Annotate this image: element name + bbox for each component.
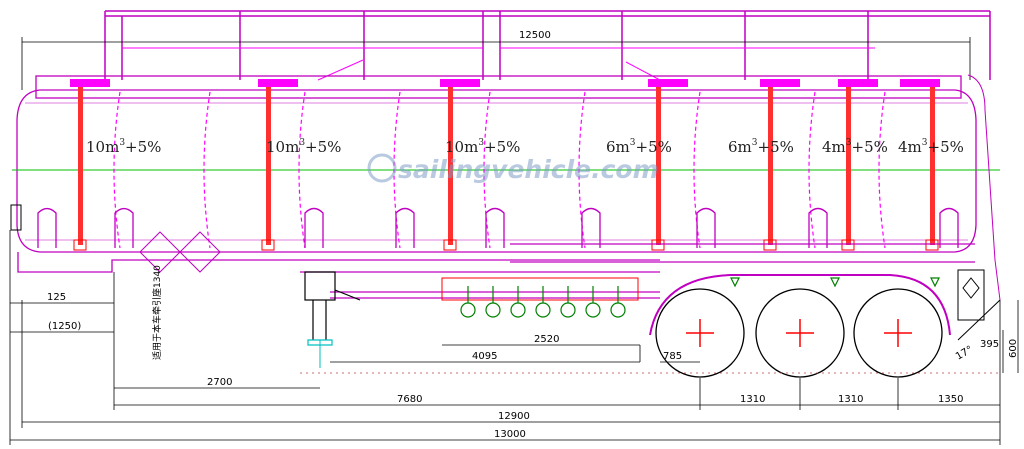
fender [649, 274, 951, 336]
dim-angle: 17° [954, 344, 975, 362]
manholes [70, 79, 940, 251]
dim-landing-gear: 2700 [207, 377, 232, 388]
valve-icon [535, 302, 551, 318]
wheel-2 [755, 288, 845, 378]
valve-icon [510, 302, 526, 318]
dim-frame-length: 12900 [498, 411, 530, 422]
valve-icon [460, 302, 476, 318]
chassis-frame [17, 243, 975, 299]
fifth-wheel-note: 适用于本车牵引座1340 [151, 265, 163, 360]
watermark-logo-icon [367, 153, 397, 183]
dim-rear-overhang: 1350 [938, 394, 963, 405]
manhole-6 [838, 79, 878, 251]
manhole-5 [760, 79, 800, 251]
wheel-3 [853, 288, 943, 378]
valve-icon [585, 302, 601, 318]
manhole-3 [440, 79, 480, 251]
hazard-placard-icon [179, 231, 221, 273]
dim-kingpin-offset: 125 [47, 292, 66, 303]
valve-box [441, 277, 639, 318]
dim-axle-gap: 785 [663, 351, 682, 362]
watermark-text: sailingvehicle.com [398, 155, 659, 184]
dim-top-rail-label: 12500 [519, 30, 551, 41]
dim-kingpin-ref: (1250) [48, 321, 81, 332]
handrail-braces [122, 47, 875, 81]
hazard-placards [139, 231, 221, 273]
dim-axle-spacing-1: 1310 [740, 394, 765, 405]
dim-wheelbase: 7680 [397, 394, 422, 405]
compartment-label-6: 4m3+5% [822, 138, 888, 156]
compartment-label-4: 6m3+5% [606, 138, 672, 156]
valve-icon [485, 302, 501, 318]
hazard-placard-icon [139, 231, 181, 273]
front-plate [10, 204, 22, 231]
top-handrail [104, 10, 991, 80]
dim-rear-height: 395 [980, 339, 999, 350]
suspension-hangers [730, 277, 940, 288]
valve-icon [610, 302, 626, 318]
rear-reflector-icon [962, 277, 980, 299]
wheels [655, 288, 943, 378]
dim-valve-box: 2520 [534, 334, 559, 345]
compartment-label-3: 10m3+5% [445, 138, 520, 156]
valve-icon [560, 302, 576, 318]
manhole-2 [258, 79, 298, 251]
watermark: sailingvehicle.com [367, 153, 659, 184]
compartment-label-1: 10m3+5% [86, 138, 161, 156]
compartment-label-2: 10m3+5% [266, 138, 341, 156]
rear-end [957, 74, 1001, 341]
landing-gear [304, 271, 361, 346]
wheel-1 [655, 288, 745, 378]
dim-front-axle: 4095 [472, 351, 497, 362]
manhole-7 [900, 79, 940, 251]
tank-body [16, 75, 977, 253]
manhole-4 [648, 79, 688, 251]
dim-overall-length: 13000 [494, 429, 526, 440]
manhole-1 [70, 79, 110, 251]
dimension-lines [9, 230, 1019, 445]
tank-cradles [37, 207, 959, 248]
dim-axle-spacing-2: 1310 [838, 394, 863, 405]
dim-bumper-height: 600 [1008, 339, 1019, 358]
dim-top-rail [21, 37, 971, 90]
compartment-label-5: 6m3+5% [728, 138, 794, 156]
compartment-label-7: 4m3+5% [898, 138, 964, 156]
